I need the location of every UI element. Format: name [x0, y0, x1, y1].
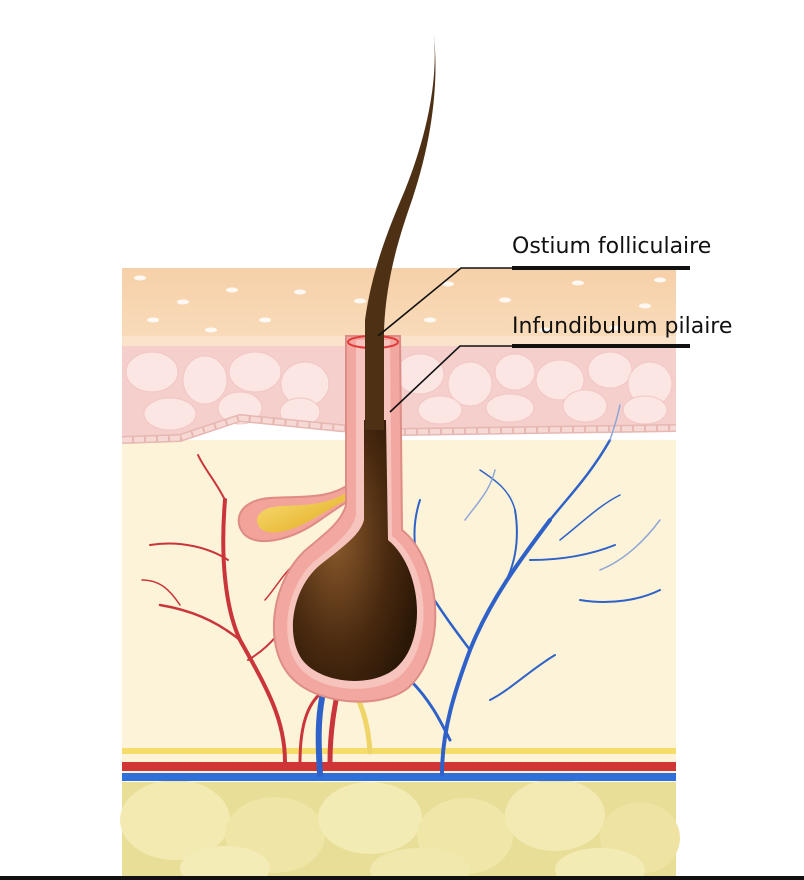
label-ostium-folliculaire: Ostium folliculaire	[512, 234, 712, 259]
leader-lines	[377, 266, 690, 413]
leader-line-infundibulum	[389, 345, 512, 413]
hair-bulb	[292, 420, 418, 681]
horizontal-vessels	[122, 748, 676, 781]
hypodermis-layer	[120, 779, 680, 880]
hair-shaft	[365, 28, 436, 430]
label-infundibulum-pilaire: Infundibulum pilaire	[512, 314, 733, 339]
vein-branches	[315, 404, 661, 777]
hair-follicle	[237, 335, 437, 703]
leader-line-ostium	[377, 267, 512, 337]
bottom-border	[0, 876, 804, 880]
